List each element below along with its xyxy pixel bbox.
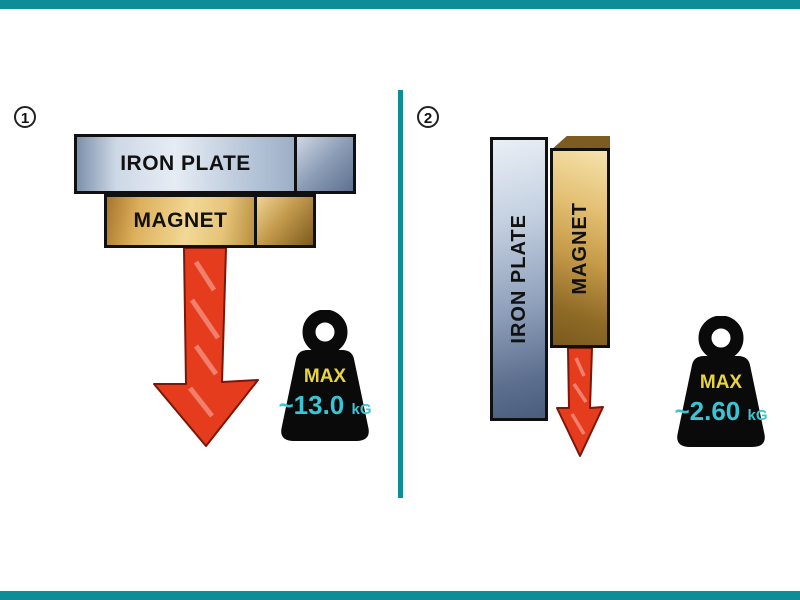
magnet-side-face bbox=[254, 197, 313, 245]
kettlebell-shape bbox=[281, 310, 369, 441]
top-accent-bar bbox=[0, 0, 800, 9]
max-pull-value: ~2.60 kG bbox=[662, 396, 780, 427]
iron-plate-label: IRON PLATE bbox=[507, 214, 530, 344]
iron-plate-label: IRON PLATE bbox=[120, 152, 251, 175]
panel-2-number-badge: 2 bbox=[417, 106, 439, 128]
iron-plate-face: IRON PLATE bbox=[77, 137, 294, 191]
magnet-horizontal: MAGNET bbox=[104, 194, 316, 248]
iron-plate-horizontal: IRON PLATE bbox=[74, 134, 356, 194]
magnet-vertical: MAGNET bbox=[550, 148, 610, 348]
iron-plate-vertical: IRON PLATE bbox=[490, 137, 548, 421]
pull-arrow-icon bbox=[153, 248, 259, 447]
max-pull-value: ~13.0 kG bbox=[266, 390, 384, 421]
max-label: MAX bbox=[699, 372, 743, 393]
panel-1-number-badge: 1 bbox=[14, 106, 36, 128]
value-number: ~2.60 bbox=[674, 396, 741, 426]
panel-divider bbox=[398, 90, 403, 498]
weight-icon: MAX ~2.60 kG bbox=[662, 316, 780, 454]
pull-arrow-icon bbox=[556, 348, 604, 457]
value-number: ~13.0 bbox=[278, 390, 345, 420]
bottom-accent-bar bbox=[0, 591, 800, 600]
value-unit: kG bbox=[351, 401, 372, 418]
magnet-label: MAGNET bbox=[133, 209, 228, 232]
value-unit: kG bbox=[747, 407, 768, 424]
iron-plate-side-face bbox=[294, 137, 353, 191]
kettlebell-shape bbox=[677, 316, 765, 447]
magnet-label: MAGNET bbox=[568, 201, 591, 295]
magnet-face: MAGNET bbox=[107, 197, 254, 245]
magnet-top-face bbox=[550, 136, 610, 151]
max-label: MAX bbox=[303, 366, 347, 387]
weight-icon: MAX ~13.0 kG bbox=[266, 310, 384, 448]
